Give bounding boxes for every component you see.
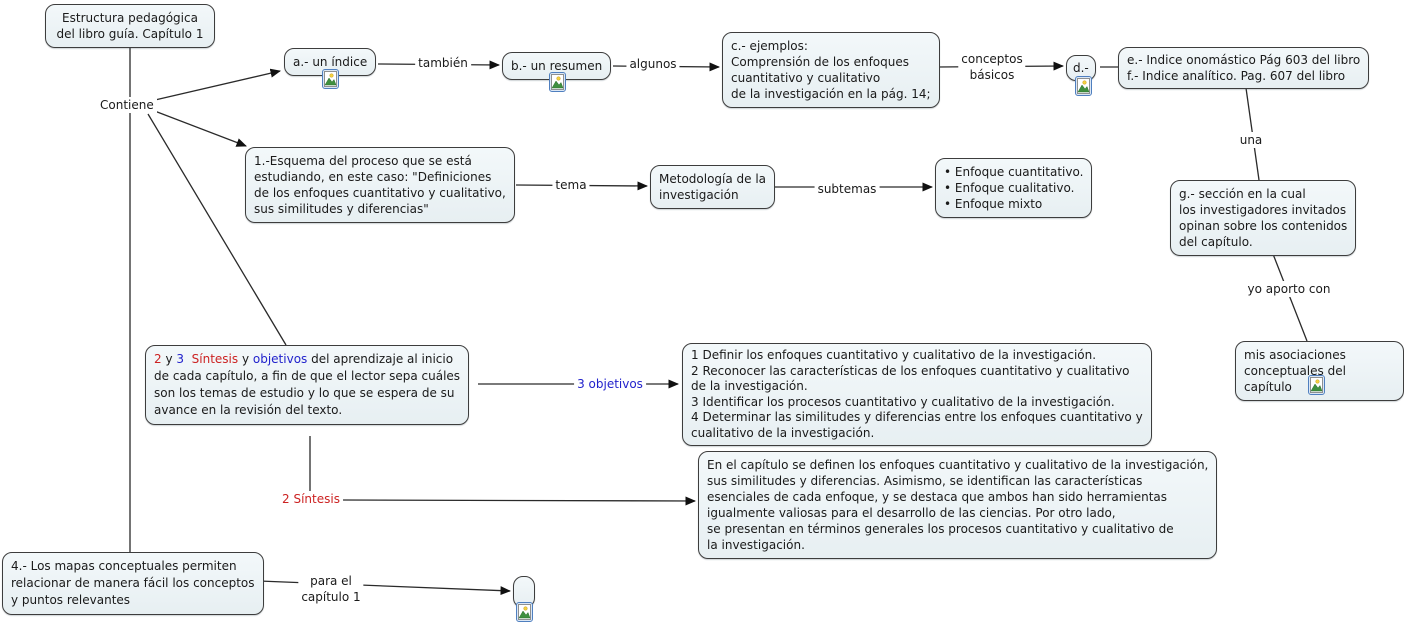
concept-node-esquema-1[interactable]: 1.-Esquema del proceso que se está estud… [245,147,515,223]
link-label-conceptos-basicos[interactable]: conceptos básicos [958,51,1026,83]
concept-node-sintesis-texto[interactable]: En el capítulo se definen los enfoques c… [698,451,1218,559]
link-label-una[interactable]: una [1236,132,1266,148]
image-resource-icon[interactable] [1308,375,1325,395]
link-label-para-el-capitulo-1[interactable]: para el capítulo 1 [298,573,364,605]
image-resource-icon[interactable] [516,602,533,622]
concept-node-indice-a[interactable]: a.- un índice [284,48,377,76]
concept-node-seccion-g[interactable]: g.- sección en la cual los investigadore… [1170,180,1357,256]
concept-node-estructura[interactable]: Estructura pedagógica del libro guía. Ca… [45,4,215,48]
link-label-2-sintesis[interactable]: 2 Síntesis [279,491,343,507]
concept-node-metodologia[interactable]: Metodología de la investigación [650,165,776,209]
image-resource-icon[interactable] [1075,76,1092,96]
link-label-subtemas[interactable]: subtemas [814,181,880,197]
concept-node-objetivos-lista[interactable]: 1 Definir los enfoques cuantitativo y cu… [682,343,1152,446]
image-resource-icon[interactable] [549,72,566,92]
concept-node-sintesis-objetivos[interactable]: 2 y 3 Síntesis y objetivos del aprendiza… [145,345,470,425]
link-label-tambien[interactable]: también [415,55,471,71]
link-label-algunos[interactable]: algunos [626,56,680,72]
concept-node-ejemplos-c[interactable]: c.- ejemplos: Comprensión de los enfoque… [722,32,940,108]
link-label-3-objetivos[interactable]: 3 objetivos [574,376,646,392]
concept-node-enfoques[interactable]: • Enfoque cuantitativo. • Enfoque cualit… [935,158,1093,218]
link-label-contiene[interactable]: Contiene [97,97,157,113]
link-label-tema[interactable]: tema [552,177,590,193]
concept-node-indices-ef[interactable]: e.- Indice onomástico Pág 603 del libro … [1118,47,1370,89]
concept-node-mapas-4[interactable]: 4.- Los mapas conceptuales permiten rela… [2,552,264,615]
link-label-yo-aporto-con[interactable]: yo aporto con [1244,281,1334,297]
image-resource-icon[interactable] [322,69,339,89]
